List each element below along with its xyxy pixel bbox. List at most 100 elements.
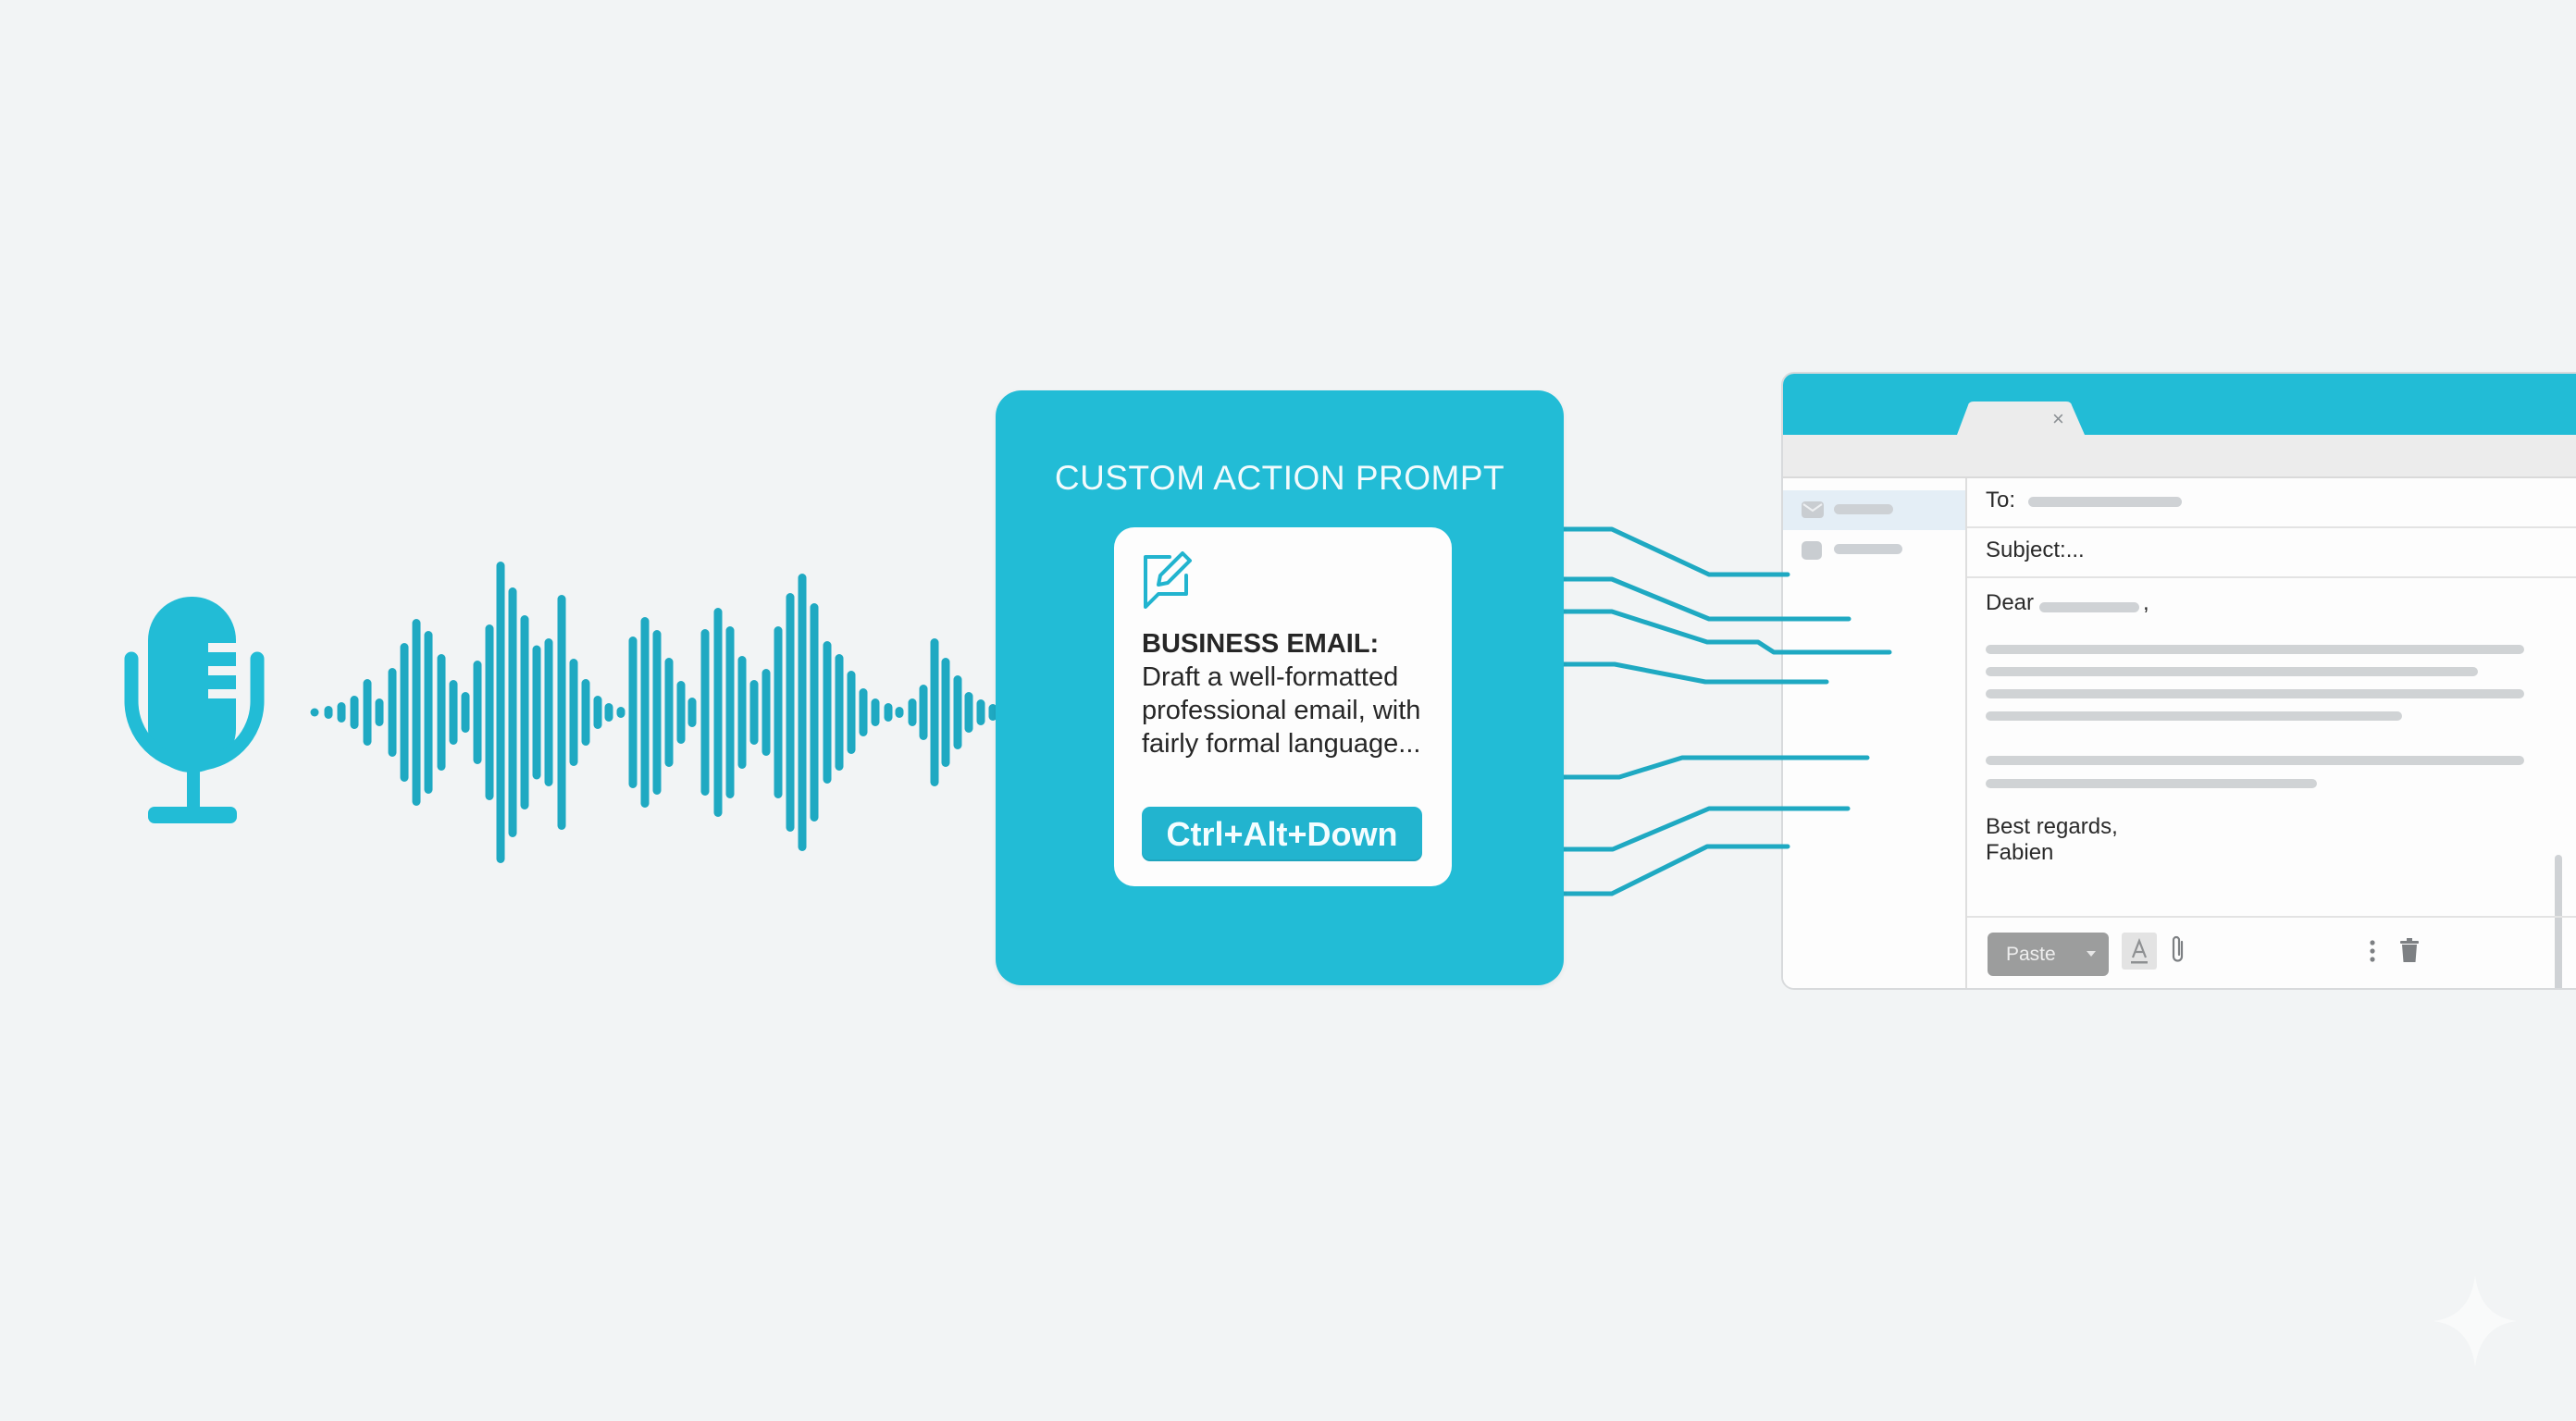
waveform-bar [461,692,470,733]
folder-icon [1802,541,1822,560]
waveform-bar [664,658,674,767]
greeting-comma: , [2143,590,2149,615]
waveform-bar [847,671,856,754]
waveform-bar [919,685,928,740]
waveform-bar [324,706,333,719]
custom-action-prompt-card: CUSTOM ACTION PROMPT BUSINESS EMAIL: Dra… [996,390,1564,985]
waveform-bar [786,593,795,832]
body-line [1986,689,2524,698]
trash-icon[interactable] [2400,938,2419,962]
shortcut-button[interactable]: Ctrl+Alt+Down [1142,807,1422,861]
prompt-card-title: CUSTOM ACTION PROMPT [1054,459,1505,497]
waveform-bar [616,707,625,718]
prompt-body: Draft a well-formatted professional emai… [1142,662,1421,759]
subject-field[interactable]: Subject:... [1967,528,2576,578]
paste-label: Paste [2006,944,2056,965]
waveform-bar [628,636,638,788]
waveform-bar [676,681,686,744]
prompt-heading: BUSINESS EMAIL: [1142,629,1380,659]
text-format-button[interactable] [2122,933,2157,970]
compose-footer: Paste [1967,916,2576,988]
waveform-bar [700,629,710,796]
window-toolbar [1783,435,2576,478]
compose-tab[interactable]: × [1957,402,2085,435]
waveform-bar [449,680,458,745]
waveform-icon [310,562,1009,863]
waveform-bar [508,587,517,837]
waveform-bar [988,704,997,721]
sparkle-icon [2434,1275,2517,1367]
to-label: To: [1986,488,2016,513]
more-vertical-icon[interactable] [2369,940,2376,962]
sidebar-item-folder[interactable] [1783,530,1965,570]
recipient-name-placeholder [2039,602,2139,612]
connector-line [1561,844,1790,896]
waveform-bar [964,692,973,733]
waveform-bar [581,679,590,746]
waveform-bar [485,624,494,800]
connector-line [1561,755,1870,780]
subject-label: Subject:... [1986,538,2085,562]
envelope-icon [1802,501,1824,518]
body-line [1986,711,2402,721]
waveform-bar [350,696,359,729]
mail-sidebar [1783,478,1967,988]
prompt-inner-card[interactable]: BUSINESS EMAIL: Draft a well-formatted p… [1114,527,1452,886]
body-line [1986,756,2524,765]
waveform-bar [749,680,759,745]
connector-line [1561,609,1892,655]
waveform-bar [713,608,723,817]
to-field[interactable]: To: [1967,478,2576,528]
waveform-bar [810,603,819,822]
connector-line [1561,576,1852,622]
waveform-bar [310,708,319,717]
connector-lines [1561,526,1892,896]
vertical-scrollbar[interactable] [2555,855,2562,988]
waveform-bar [532,645,541,780]
paste-button[interactable]: Paste [1988,933,2109,976]
waveform-bar [593,696,602,729]
edit-note-icon [1142,551,1194,609]
waveform-bar [895,707,904,718]
waveform-bar [976,699,985,725]
waveform-bar [774,626,783,798]
waveform-bar [871,698,880,726]
waveform-bar [557,595,566,830]
waveform-bar [412,619,421,806]
waveform-bar [859,688,868,736]
waveform-bar [520,615,529,809]
waveform-bar [424,631,433,794]
waveform-bar [687,698,697,727]
body-line [1986,779,2317,788]
connector-line [1561,661,1829,685]
waveform-bar [400,643,409,782]
compose-area: To: Subject:... Dear , Best regards, Fab… [1967,478,2576,988]
close-tab-icon[interactable]: × [2052,407,2064,430]
signature-text: Fabien [1986,840,2054,865]
prompt-description: BUSINESS EMAIL: Draft a well-formatted p… [1142,627,1447,760]
connector-line [1561,526,1790,577]
waveform-bar [737,656,747,769]
microphone [120,592,268,833]
waveform-bar [569,659,578,766]
sidebar-item-inbox[interactable] [1783,490,1965,530]
waveform-bar [762,669,771,756]
signoff-text: Best regards, [1986,814,2118,839]
email-client-window: × To: Subject:... Dear , [1781,372,2576,990]
waveform-bar [604,703,613,722]
waveform-bar [908,698,917,726]
waveform-bar [941,658,950,767]
chevron-down-icon[interactable] [2087,951,2096,957]
text-format-icon [2131,937,2148,964]
waveform-bar [798,574,807,851]
waveform-bar [544,638,553,786]
paperclip-icon[interactable] [2169,934,2187,964]
waveform-bar [363,679,372,746]
waveform-bar [725,626,735,798]
audio-waveform [0,0,1018,925]
waveform-bar [930,638,939,786]
recipient-placeholder [2028,497,2182,507]
waveform-bar [652,630,662,795]
body-line [1986,667,2478,676]
waveform-bar [388,668,397,757]
